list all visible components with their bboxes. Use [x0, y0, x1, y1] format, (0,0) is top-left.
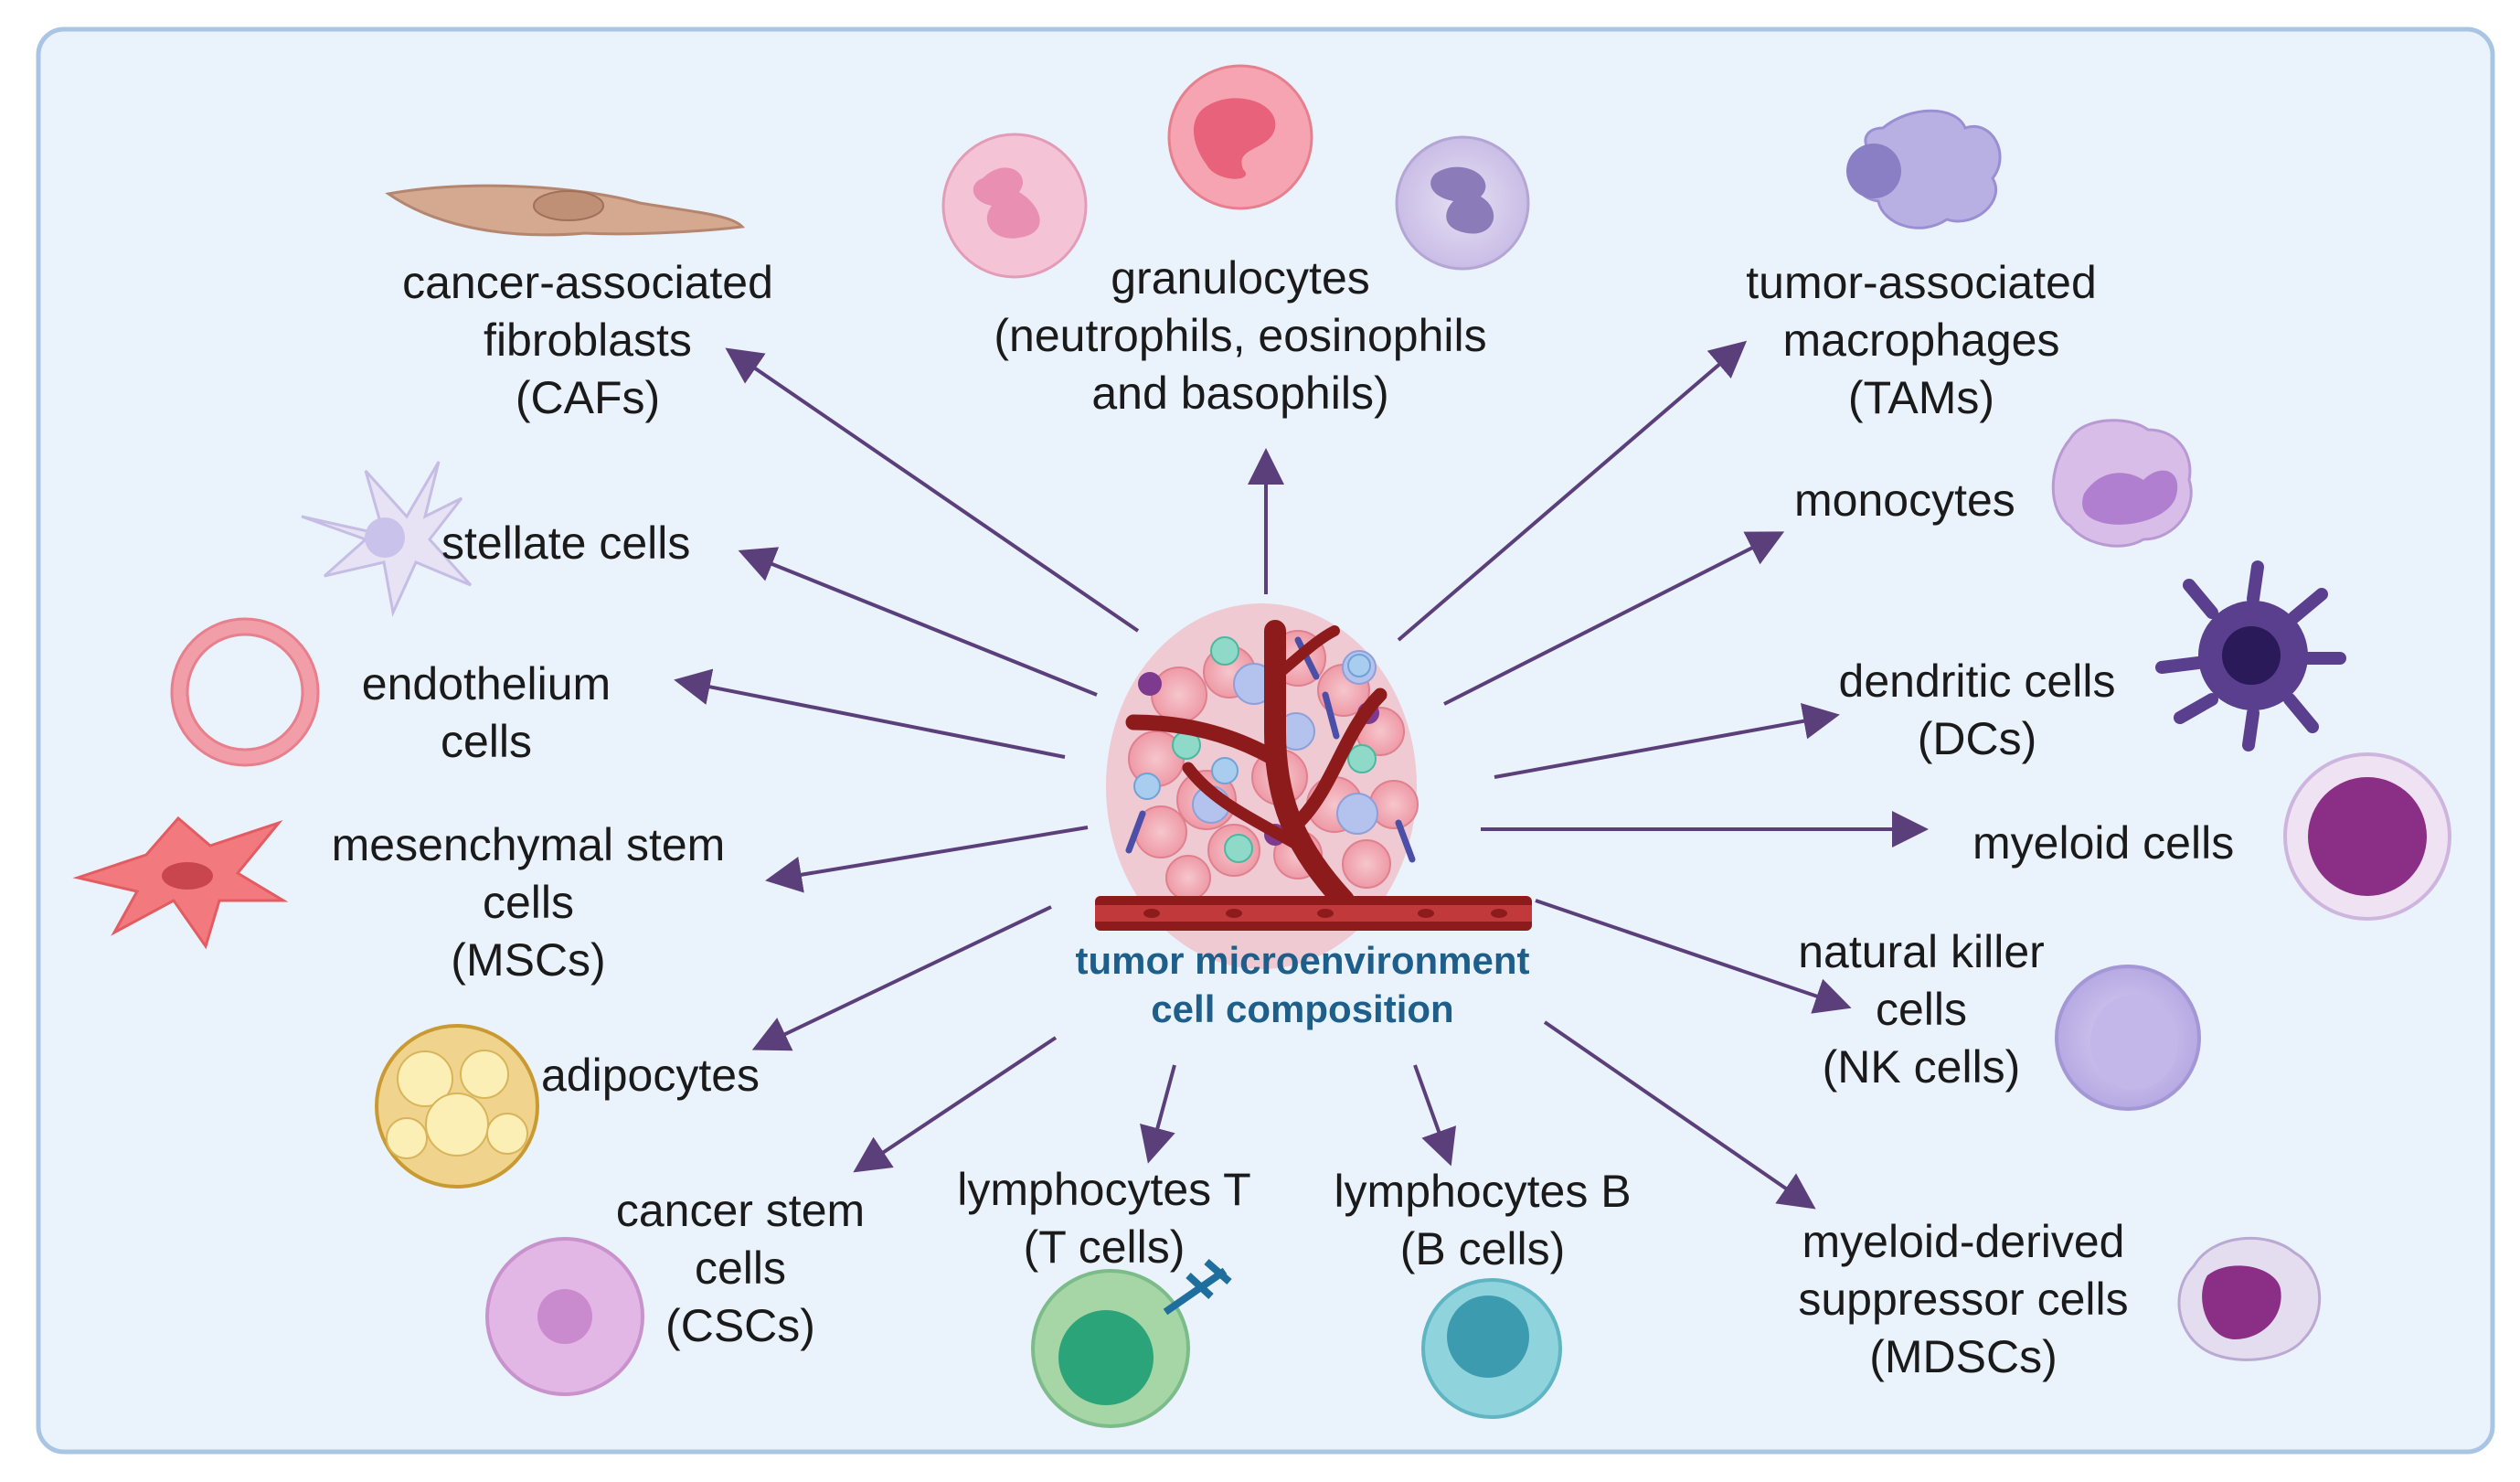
b-cell-icon [1421, 1278, 1562, 1419]
neutrophil-icon [941, 133, 1088, 279]
dendritic-cell-icon [2155, 560, 2346, 752]
mdsc-cell-icon [2177, 1236, 2322, 1361]
nk-cell-icon [2055, 965, 2201, 1111]
arrow-adipocytes [751, 905, 1052, 1051]
endothelium-ring-icon [170, 617, 320, 767]
msc-cell-icon [72, 816, 289, 950]
monocyte-cell-icon [2051, 419, 2193, 548]
tumor-illustration [1095, 603, 1532, 969]
center-title: tumor microenvironment cell composition [1075, 936, 1529, 1033]
label-stellate: stellate cells [441, 517, 691, 569]
caf-cell-icon [385, 184, 746, 237]
arrow-monocytes [1443, 531, 1785, 706]
arrow-cscs [853, 1036, 1058, 1173]
arrow-tams [1397, 340, 1748, 642]
label-dcs: dendritic cells(DCs) [1838, 656, 2116, 764]
label-tcells: lymphocytes T(T cells) [957, 1164, 1251, 1273]
arrow-mscs [765, 826, 1089, 893]
arrow-cafs [725, 347, 1140, 633]
adipocyte-cell-icon [375, 1024, 539, 1189]
center-title-line1: tumor microenvironment [1075, 939, 1530, 982]
tam-cell-icon [1846, 109, 2002, 229]
arrow-bcells [1413, 1064, 1457, 1167]
label-adipocytes: adipocytes [541, 1050, 760, 1101]
basophil-icon [1395, 135, 1530, 271]
arrow-dcs [1494, 703, 1840, 779]
csc-cell-icon [485, 1237, 644, 1396]
eosinophil-icon [1167, 64, 1313, 210]
arrows [674, 340, 1929, 1210]
center-title-line2: cell composition [1151, 987, 1454, 1030]
label-monocytes: monocytes [1794, 474, 2015, 526]
arrow-mdscs [1543, 1020, 1816, 1210]
label-bcells: lymphocytes B(B cells) [1334, 1166, 1632, 1274]
arrow-nk [1535, 899, 1852, 1014]
label-myeloid: myeloid cells [1972, 817, 2235, 869]
myeloid-cell-icon [2283, 752, 2451, 921]
t-cell-icon [1031, 1258, 1232, 1428]
stellate-cell-icon [301, 461, 473, 617]
arrow-stellate [738, 547, 1098, 697]
arrow-endothelium [674, 668, 1066, 759]
arrow-tcells [1140, 1064, 1176, 1164]
